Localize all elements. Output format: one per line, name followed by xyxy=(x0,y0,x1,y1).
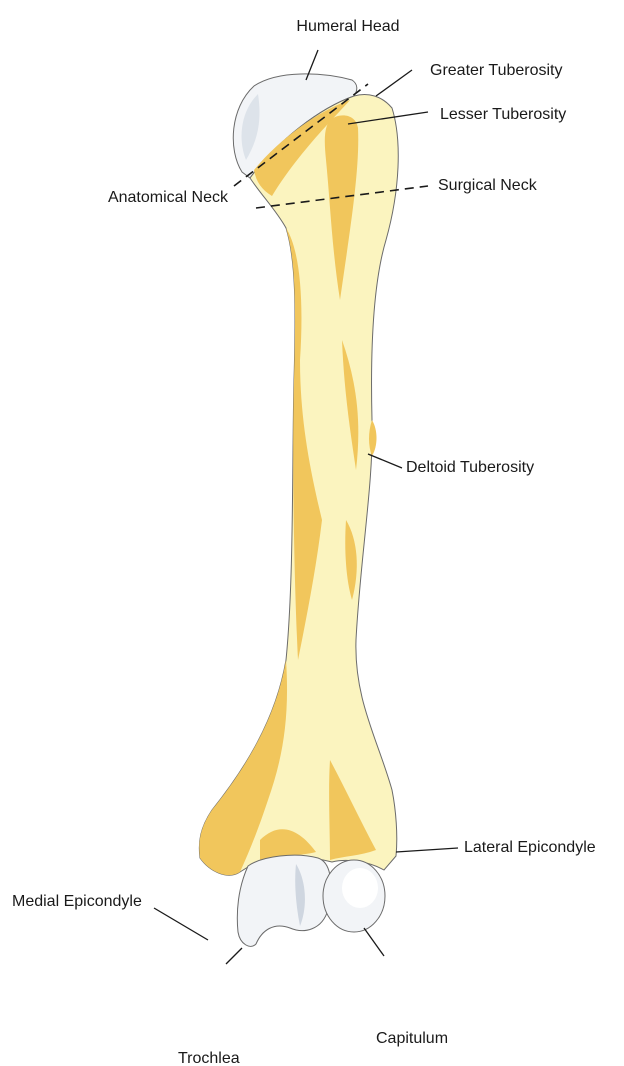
label-lesser-tuberosity: Lesser Tuberosity xyxy=(440,106,566,123)
label-anatomical-neck: Anatomical Neck xyxy=(108,189,229,206)
label-surgical-neck: Surgical Neck xyxy=(438,177,538,194)
label-deltoid-tuberosity: Deltoid Tuberosity xyxy=(406,459,534,476)
label-medial-epicondyle: Medial Epicondyle xyxy=(12,893,142,910)
label-capitulum: Capitulum xyxy=(376,1030,448,1047)
label-lateral-epicondyle: Lateral Epicondyle xyxy=(464,839,596,856)
label-trochlea: Trochlea xyxy=(178,1050,240,1066)
capitulum-highlight xyxy=(342,868,378,908)
label-humeral-head: Humeral Head xyxy=(296,18,399,35)
label-greater-tuberosity: Greater Tuberosity xyxy=(430,62,563,79)
trochlea-cartilage xyxy=(237,855,330,946)
